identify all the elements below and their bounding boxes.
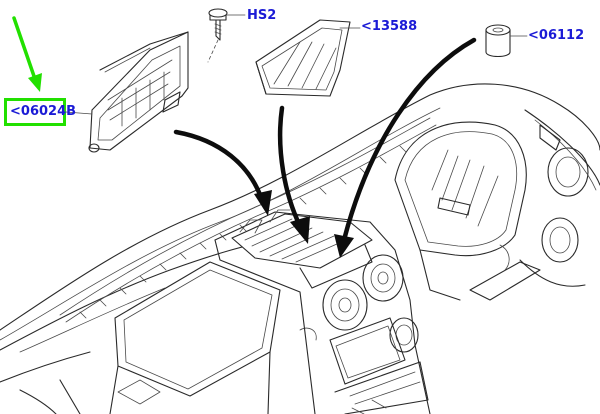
instrument-cluster — [394, 109, 600, 301]
pointer-arrow-icon — [334, 234, 354, 258]
highlight-arrow-icon — [12, 16, 42, 92]
part-13588-grille — [255, 19, 361, 97]
callout-hs2: HS2 — [247, 8, 277, 23]
pointer-arrow-icon — [290, 216, 310, 244]
screw-icon — [207, 8, 246, 63]
pointer-arrow-icon — [277, 105, 303, 229]
passenger-panel — [109, 261, 317, 414]
part-06024b-panel — [88, 31, 189, 153]
callout-06024b-highlighted: <06024B — [4, 98, 76, 126]
center-stack — [214, 209, 431, 414]
pointer-arrow-icon — [341, 37, 477, 243]
callout-06112: <06112 — [528, 28, 585, 43]
pointer-arrow-icon — [254, 190, 272, 216]
callout-13588: <13588 — [361, 19, 418, 34]
pointer-arrows — [173, 37, 477, 258]
pointer-arrow-icon — [173, 129, 265, 203]
cup-clip-icon — [485, 24, 528, 58]
